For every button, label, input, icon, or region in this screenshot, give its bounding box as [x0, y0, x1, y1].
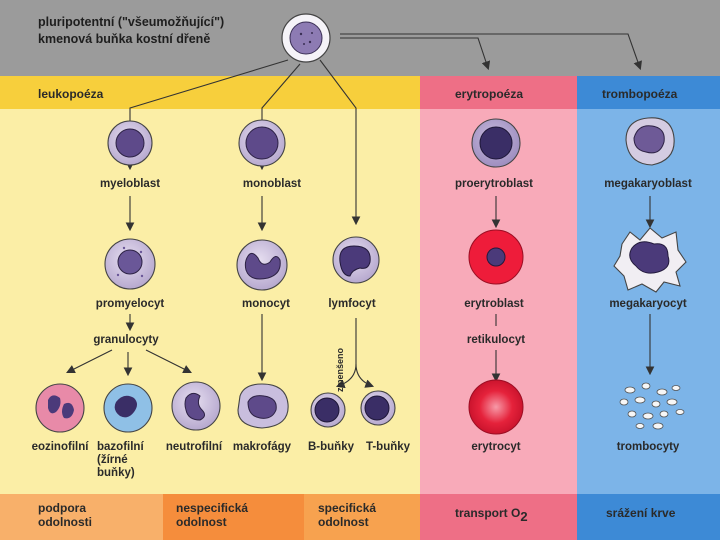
leukopoeza-header: leukopoéza: [38, 87, 104, 101]
eozinofilni-cell: [35, 383, 85, 433]
zmenseno-label: zmenšeno: [335, 347, 345, 392]
footer-podpora: podpora odolnosti: [38, 501, 92, 529]
trombocyty-label: trombocyty: [616, 441, 680, 453]
footer-transport-bg: [420, 494, 577, 540]
footer-specificka-bg: [304, 494, 420, 540]
myeloblast-cell: [107, 120, 153, 166]
erytrocyt-label: erytrocyt: [471, 441, 521, 453]
neutrofilni-cell: [171, 381, 221, 431]
footer-transport-text: transport O: [455, 506, 521, 520]
megakaryocyt-cell: [613, 227, 687, 293]
stem-cell-title-line2: kmenová buňka kostní dřeně: [38, 32, 211, 46]
footer-transport-sub: 2: [520, 509, 528, 524]
megakaryocyt-label: megakaryocyt: [609, 298, 687, 310]
stem-cell-title: pluripotentní ("všeumožňující") kmenová …: [38, 14, 224, 48]
neutrofilni-label: neutrofilní: [165, 441, 223, 453]
bazofilni-label-line1: bazofilní: [97, 441, 144, 453]
makrofagy-label: makrofágy: [232, 441, 292, 453]
footer-nespecificka-line2: odolnost: [176, 515, 227, 529]
footer-nespecificka-bg: [163, 494, 304, 540]
t-bunky-cell: [360, 390, 396, 426]
arrow-stem-to-erytropoeza: [340, 37, 491, 71]
b-bunky-cell: [310, 392, 346, 428]
footer-srazeni-bg: [577, 494, 720, 540]
footer-podpora-line1: podpora: [38, 501, 86, 515]
promyelocyt-cell: [104, 238, 156, 290]
stem-cell-title-line1: pluripotentní ("všeumožňující"): [38, 15, 225, 29]
arrow-stem-to-lymfocyt: [319, 59, 361, 226]
erytroblast-cell: [468, 229, 524, 285]
promyelocyt-label: promyelocyt: [95, 298, 165, 310]
retikulocyt-label: retikulocyt: [466, 334, 526, 346]
leukopoeza-header-bar: [0, 76, 420, 109]
stem-cell: [281, 13, 331, 63]
lymfocyt-label: lymfocyt: [328, 298, 376, 310]
monoblast-cell: [238, 119, 286, 167]
myeloblast-label: myeloblast: [99, 178, 161, 190]
lymfocyt-cell: [332, 236, 380, 284]
makrofagy-cell: [237, 383, 289, 429]
footer-specificka-line1: specifická: [318, 501, 377, 515]
arrow-granulocyty-neutrofilni: [145, 349, 192, 373]
footer-nespecificka: nespecifická odolnost: [176, 501, 248, 529]
footer-transport: transport O2: [455, 506, 528, 524]
erytroblast-label: erytroblast: [464, 298, 524, 310]
granulocyty-label: granulocyty: [93, 334, 159, 346]
megakaryoblast-cell: [625, 117, 675, 166]
arrow-lymfocyt-t-bunky: [355, 363, 375, 388]
monocyt-cell: [236, 239, 288, 291]
footer-podpora-bg: [0, 494, 163, 540]
megakaryoblast-label: megakaryoblast: [604, 178, 692, 190]
trombopoeza-header: trombopoéza: [602, 87, 678, 101]
footer-specificka-line2: odolnost: [318, 515, 369, 529]
erytropoeza-header-bar: [420, 76, 577, 109]
erytrocyt-cell: [468, 379, 524, 435]
proerytroblast-cell: [471, 118, 521, 168]
bazofilni-label-line3: buňky): [97, 467, 135, 479]
erytropoeza-header: erytropoéza: [455, 87, 524, 101]
footer-nespecificka-line1: nespecifická: [176, 501, 249, 515]
trombopoeza-header-bar: [577, 76, 720, 109]
bazofilni-label: bazofilní (žírné buňky): [97, 441, 144, 480]
proerytroblast-label: proerytroblast: [455, 178, 533, 190]
arrow-stem-to-trombopoeza: [340, 33, 642, 71]
trombocyty-cells: [619, 382, 685, 430]
b-bunky-label: B-buňky: [308, 441, 354, 453]
bazofilni-label-line2: (žírné: [97, 454, 128, 466]
monoblast-label: monoblast: [242, 178, 302, 190]
arrow-granulocyty-eozinofilni: [66, 349, 113, 373]
footer-podpora-line2: odolnosti: [38, 515, 92, 529]
footer-specificka: specifická odolnost: [318, 501, 376, 529]
t-bunky-label: T-buňky: [365, 441, 411, 453]
eozinofilni-label: eozinofilní: [31, 441, 89, 453]
monocyt-label: monocyt: [242, 298, 290, 310]
bazofilni-cell: [103, 383, 153, 433]
footer-srazeni: srážení krve: [606, 506, 676, 520]
